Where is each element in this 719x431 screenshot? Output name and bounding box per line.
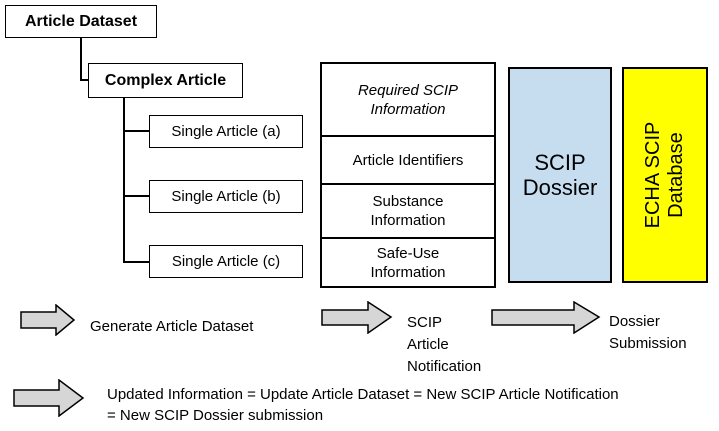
update-arrow-icon [13,379,85,417]
flow-label-dossier-submission: Dossier Submission [609,313,687,352]
info-table-row-safe-use-information: Safe-Use Information [322,237,494,286]
info-table-row-article-identifiers: Article Identifiers [322,135,494,183]
connector-branch-c [123,261,149,263]
flow-label-generate-article-dataset: Generate Article Dataset [90,318,254,335]
single-article-c-box: Single Article (c) [149,245,303,278]
connector-branch-a [123,130,149,132]
flow-arrow-2-icon [321,301,393,334]
flow-label-scip-article-notification: SCIP Article Notification [407,314,482,375]
scip-dossier-box: SCIP Dossier [508,67,612,283]
connector-root-horizontal [80,79,89,81]
single-article-b-box: Single Article (b) [149,180,303,213]
single-article-a-box: Single Article (a) [149,115,303,148]
complex-article-box: Complex Article [88,63,243,98]
update-note-text: Updated Information = Update Article Dat… [107,386,619,424]
connector-complex-vertical [123,98,125,263]
connector-branch-b [123,195,149,197]
article-dataset-box: Article Dataset [5,5,157,38]
flow-arrow-3-icon [491,301,601,334]
connector-root-vertical [80,38,82,81]
info-table-row-substance-information: Substance Information [322,183,494,237]
flow-arrow-1-icon [20,304,76,336]
echa-scip-database-label: ECHA SCIP Database [642,121,687,229]
info-table-header: Required SCIP Information [357,81,459,118]
required-scip-info-table: Required SCIP Information Article Identi… [320,62,496,288]
echa-scip-database-box: ECHA SCIP Database [622,67,708,283]
